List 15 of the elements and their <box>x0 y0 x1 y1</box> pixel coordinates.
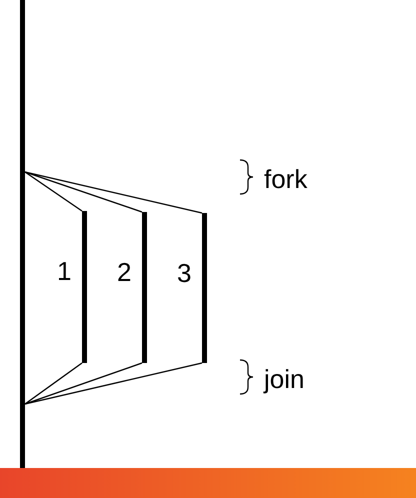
connector-line <box>24 362 142 405</box>
branch-bar <box>82 211 87 363</box>
branch-bar <box>202 213 207 363</box>
connector-line <box>24 362 82 405</box>
phase-label: join <box>264 364 304 394</box>
connector-line <box>24 171 142 213</box>
branch-number: 3 <box>177 258 192 288</box>
main-thread-bar <box>20 0 25 468</box>
connector-line <box>24 171 82 212</box>
branch-number: 1 <box>57 256 72 286</box>
branch-number: 2 <box>117 257 132 287</box>
phase-label: fork <box>264 164 308 194</box>
connector-line <box>24 362 202 405</box>
connector-line <box>24 171 202 214</box>
branch-bar <box>142 212 147 363</box>
